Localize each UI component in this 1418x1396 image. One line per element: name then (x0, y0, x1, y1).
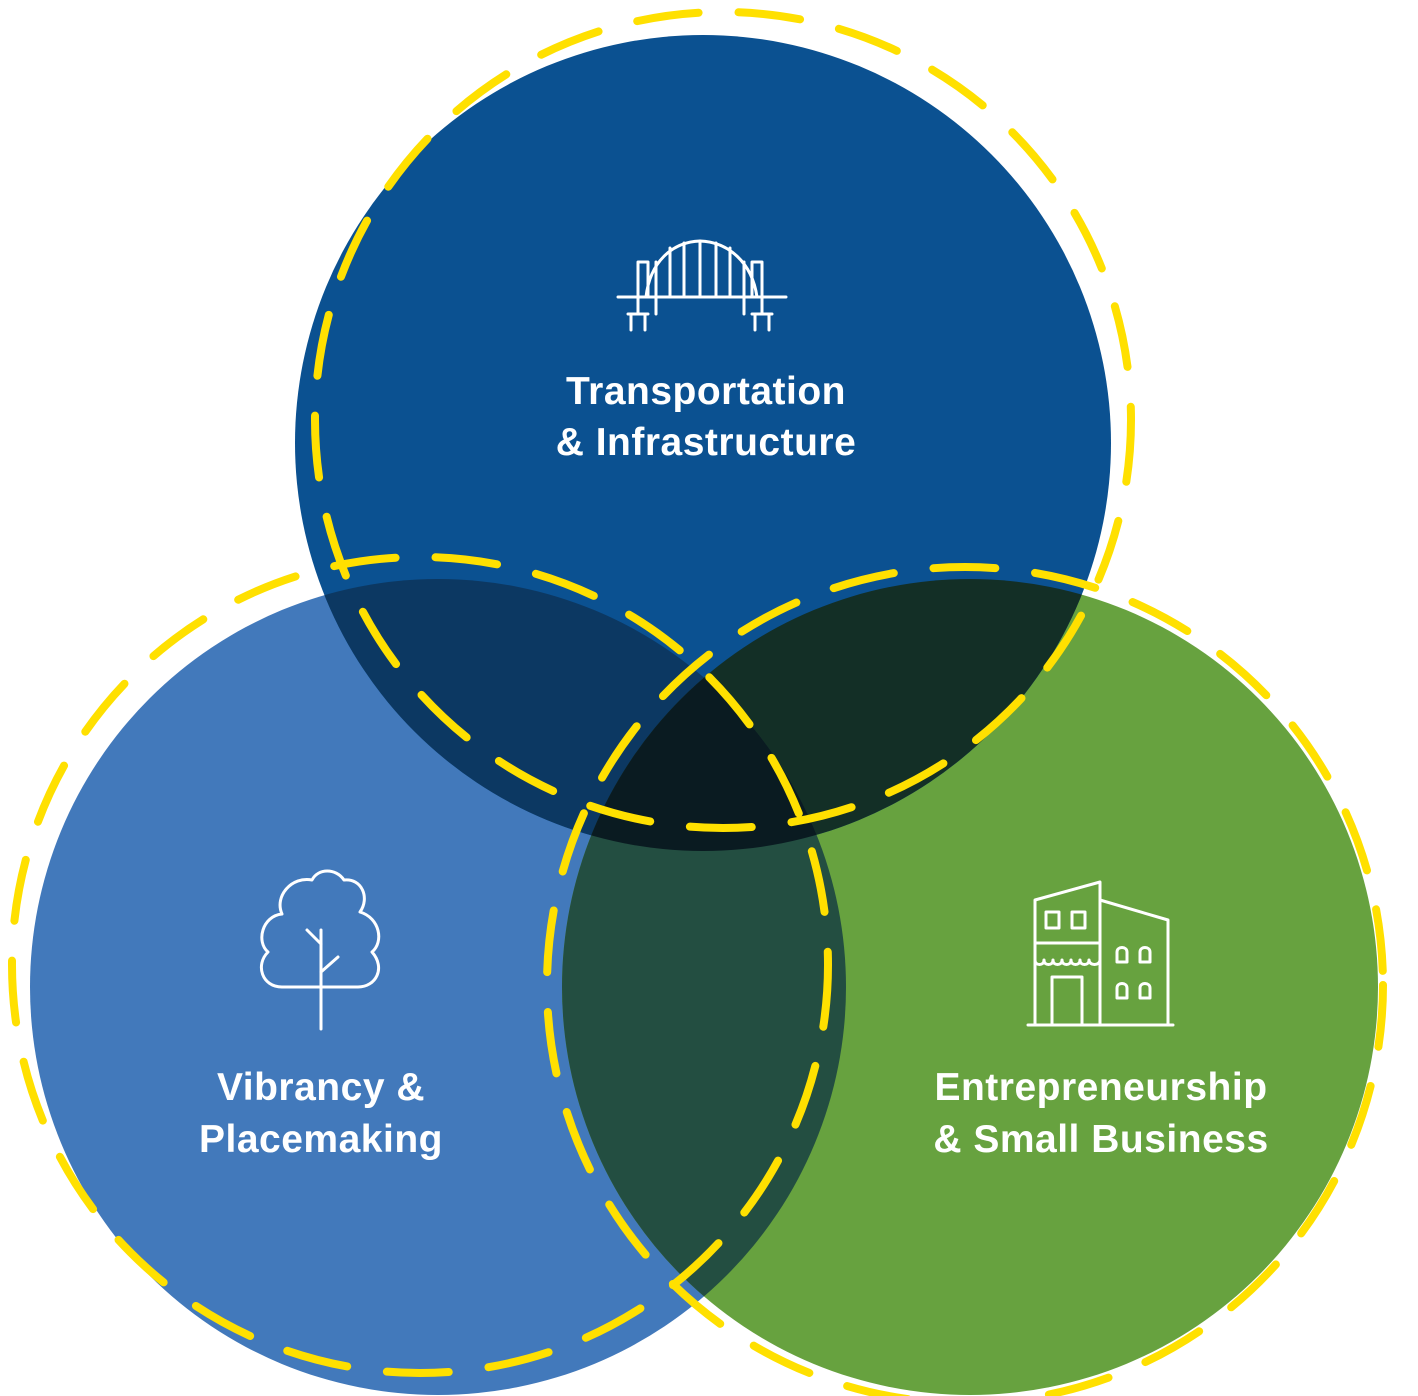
overlap-all-three (562, 579, 846, 851)
transportation-dashed-outline (311, 8, 1135, 832)
vibrancy-dashed-outline (8, 553, 832, 1377)
storefront-icon (1026, 880, 1175, 1027)
transportation-label-line1: Transportation (566, 370, 846, 413)
vibrancy-label-line2: Placemaking (199, 1118, 443, 1161)
transportation-label-line2: & Infrastructure (556, 421, 857, 464)
bridge-icon (616, 239, 788, 332)
vibrancy-label-line1: Vibrancy & (217, 1066, 425, 1109)
tree-icon (259, 869, 381, 1031)
entrepreneurship-label-line1: Entrepreneurship (934, 1066, 1267, 1109)
entrepreneurship-dashed-outline (543, 563, 1387, 1396)
entrepreneurship-label-line2: & Small Business (933, 1118, 1268, 1161)
